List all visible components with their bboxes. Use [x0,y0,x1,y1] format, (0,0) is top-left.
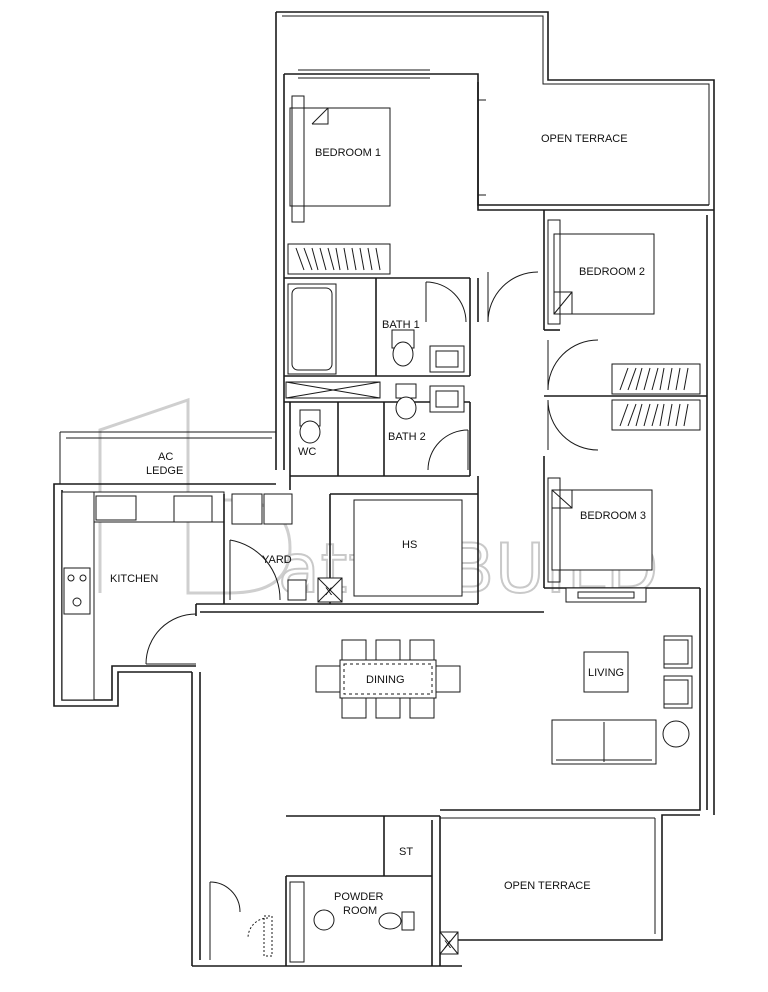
wc-and-bath-2: WC BATH 2 [289,383,471,490]
label-ac-ledge-1: AC [158,451,173,463]
label-bath1: BATH 1 [382,319,420,331]
open-terrace-top [276,11,715,210]
main-entrance-door [209,881,273,960]
label-bedroom3: BEDROOM 3 [580,510,646,522]
exterior-walls [53,12,715,967]
label-powder-2: ROOM [343,905,377,917]
label-dining: DINING [366,674,405,686]
door-kitchen [145,613,197,665]
corridor-shelf [284,381,470,403]
sink-bath1 [429,345,465,373]
label-bath2: BATH 2 [388,431,426,443]
label-kitchen: KITCHEN [110,573,158,585]
label-ac-ledge-2: LEDGE [146,465,183,477]
bedroom-2: BEDROOM 2 [543,210,707,397]
living-area: LIVING [551,635,693,765]
label-bedroom1: BEDROOM 1 [315,147,381,159]
open-terrace-bottom: OPEN TERRACE [440,817,656,934]
label-yard: YARD [262,554,292,566]
label-open-terrace-top: OPEN TERRACE [541,133,628,145]
x-mark-yard: X [325,586,333,598]
corridor-doors [477,271,599,451]
label-hs: HS [402,539,417,551]
bedroom-1: BEDROOM 1 [284,95,470,279]
wardrobe-bedroom3 [611,399,701,431]
bathtub [287,283,337,375]
yard: YARD X [229,493,343,604]
door-swing-bath1 [425,281,467,323]
hs-room [353,499,463,597]
bath-1: BATH 1 [284,278,471,377]
window-bedroom1 [298,69,486,196]
kitchen: AC LEDGE KITCHEN [61,451,225,701]
bed-bedroom2 [553,233,655,315]
wardrobe-bedroom1 [287,243,391,275]
dining-area: DINING [315,639,461,719]
label-open-terrace-bottom: OPEN TERRACE [504,880,591,892]
stove [63,567,91,615]
label-bedroom2: BEDROOM 2 [579,266,645,278]
bed-bedroom3 [551,489,653,571]
bedroom-3: BEDROOM 3 [543,399,701,603]
bed-bedroom1 [289,107,391,207]
label-store: ST [399,846,413,858]
store-and-powder: ST POWDER ROOM X [285,815,459,966]
label-living: LIVING [588,667,624,679]
label-wc: WC [298,446,316,458]
label-powder-1: POWDER [334,891,384,903]
wardrobe-bedroom2 [611,363,701,395]
x-mark-entry: X [444,939,452,951]
household-shelter: HS [195,476,544,616]
